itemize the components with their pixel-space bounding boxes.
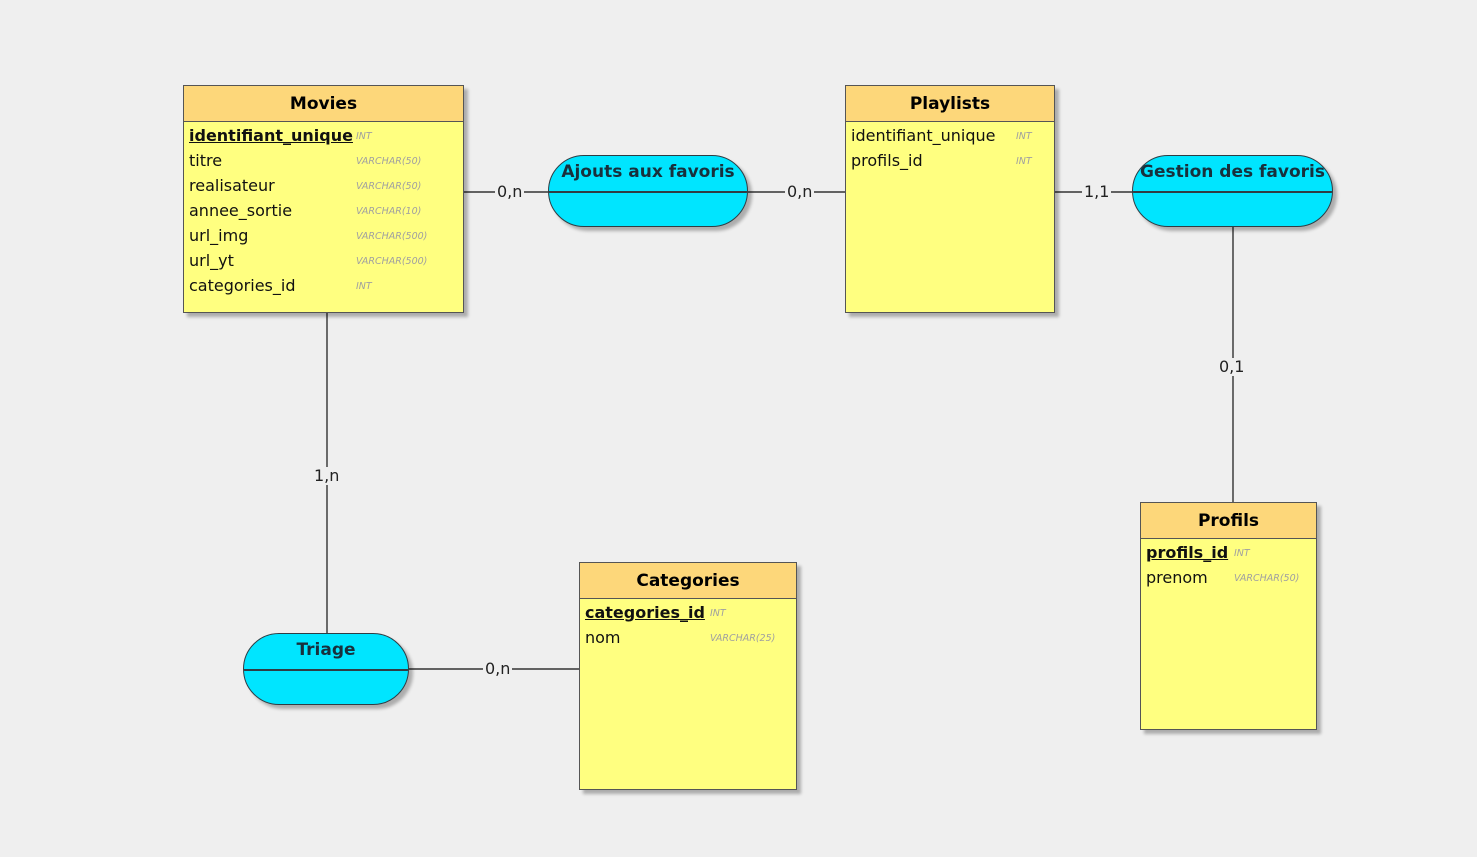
attribute-type: INT [1016, 131, 1032, 142]
attribute-type: VARCHAR(25) [710, 633, 776, 644]
entity-profils[interactable]: Profils profils_id INT prenom VARCHAR(50… [1140, 502, 1317, 730]
attribute-name: profils_id [1146, 543, 1229, 562]
association-divider [244, 669, 408, 671]
association-label: Gestion des favoris [1140, 162, 1325, 182]
entity-categories[interactable]: Categories categories_id INT nom VARCHAR… [579, 562, 797, 790]
entity-categories-attributes: categories_id INT nom VARCHAR(25) [580, 599, 796, 650]
attribute-name: categories_id [585, 603, 705, 622]
attribute-row: url_yt VARCHAR(500) [184, 248, 463, 273]
entity-categories-title: Categories [580, 563, 796, 599]
attribute-name: realisateur [189, 176, 275, 195]
attribute-name: profils_id [851, 151, 923, 170]
attribute-name: categories_id [189, 276, 296, 295]
attribute-row: profils_id INT [846, 148, 1054, 173]
attribute-name: nom [585, 628, 621, 647]
entity-playlists-title: Playlists [846, 86, 1054, 122]
attribute-type: INT [356, 131, 372, 142]
attribute-row: identifiant_unique INT [184, 123, 463, 148]
entity-profils-attributes: profils_id INT prenom VARCHAR(50) [1141, 539, 1316, 590]
cardinality-ajouts-playlists: 0,n [785, 182, 815, 201]
association-divider [1133, 191, 1332, 193]
attribute-name: titre [189, 151, 223, 170]
attribute-type: INT [1016, 156, 1032, 167]
association-label: Triage [296, 640, 356, 660]
attribute-row: categories_id INT [580, 600, 796, 625]
attribute-row: prenom VARCHAR(50) [1141, 565, 1316, 590]
attribute-type: VARCHAR(10) [356, 206, 422, 217]
attribute-name: url_yt [189, 251, 234, 270]
attribute-type: VARCHAR(500) [356, 231, 428, 242]
attribute-row: realisateur VARCHAR(50) [184, 173, 463, 198]
attribute-name: prenom [1146, 568, 1208, 587]
association-label: Ajouts aux favoris [561, 162, 735, 182]
association-divider [549, 191, 747, 193]
entity-movies-title: Movies [184, 86, 463, 122]
cardinality-gestion-profils: 0,1 [1217, 357, 1247, 376]
attribute-type: VARCHAR(50) [1234, 573, 1300, 584]
attribute-type: VARCHAR(50) [356, 181, 422, 192]
association-gestion-des-favoris[interactable]: Gestion des favoris [1132, 155, 1333, 227]
cardinality-movies-triage: 1,n [312, 466, 342, 485]
attribute-name: identifiant_unique [189, 126, 353, 145]
attribute-type: INT [356, 281, 372, 292]
attribute-row: identifiant_unique INT [846, 123, 1054, 148]
entity-movies[interactable]: Movies identifiant_unique INT titre VARC… [183, 85, 464, 313]
attribute-row: url_img VARCHAR(500) [184, 223, 463, 248]
attribute-type: INT [1234, 548, 1250, 559]
attribute-row: categories_id INT [184, 273, 463, 298]
cardinality-triage-categories: 0,n [483, 659, 513, 678]
attribute-row: profils_id INT [1141, 540, 1316, 565]
attribute-name: annee_sortie [189, 201, 293, 220]
attribute-type: VARCHAR(500) [356, 256, 428, 267]
entity-playlists[interactable]: Playlists identifiant_unique INT profils… [845, 85, 1055, 313]
association-ajouts-aux-favoris[interactable]: Ajouts aux favoris [548, 155, 748, 227]
cardinality-movies-ajouts: 0,n [495, 182, 525, 201]
entity-movies-attributes: identifiant_unique INT titre VARCHAR(50)… [184, 122, 463, 298]
attribute-row: annee_sortie VARCHAR(10) [184, 198, 463, 223]
attribute-name: identifiant_unique [851, 126, 996, 145]
association-triage[interactable]: Triage [243, 633, 409, 705]
attribute-row: nom VARCHAR(25) [580, 625, 796, 650]
attribute-type: VARCHAR(50) [356, 156, 422, 167]
entity-playlists-attributes: identifiant_unique INT profils_id INT [846, 122, 1054, 173]
entity-profils-title: Profils [1141, 503, 1316, 539]
attribute-name: url_img [189, 226, 249, 245]
attribute-row: titre VARCHAR(50) [184, 148, 463, 173]
cardinality-playlists-gestion: 1,1 [1082, 182, 1112, 201]
attribute-type: INT [710, 608, 726, 619]
